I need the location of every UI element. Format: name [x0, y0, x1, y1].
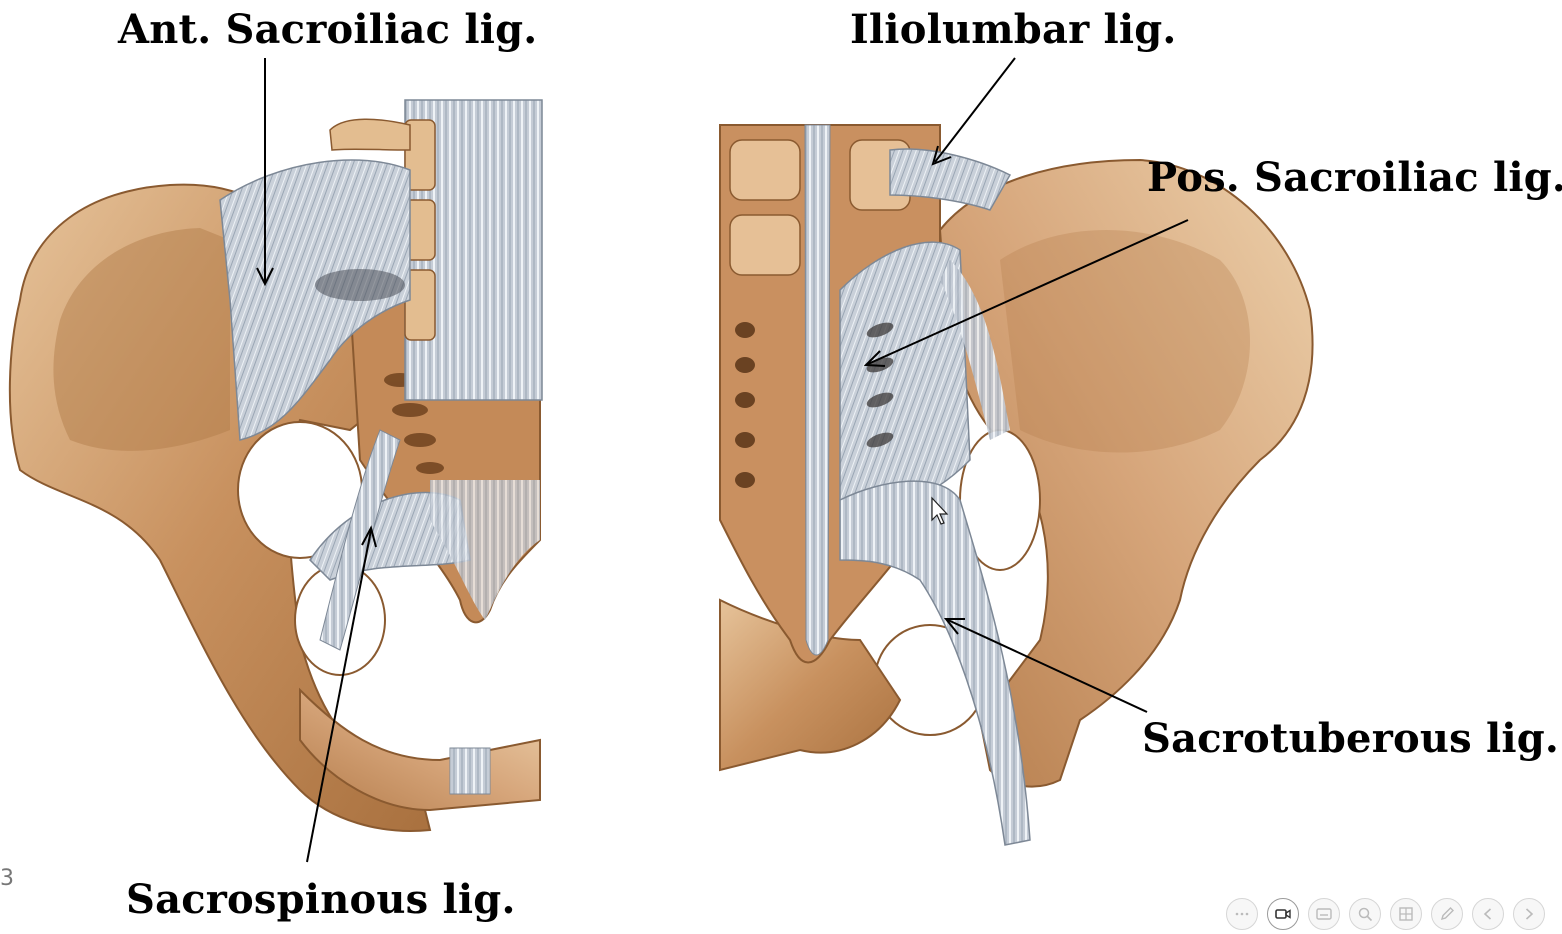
anterior-pelvis-view	[8, 99, 543, 832]
arrowhead-pos-sacroiliac	[863, 350, 886, 367]
pubic-symphysis	[449, 747, 491, 795]
coccyx-ligament	[430, 480, 540, 620]
label-pos-sacroiliac-ligament: Pos. Sacroiliac lig.	[1147, 154, 1562, 201]
arrowhead-sacrospinous	[361, 525, 377, 548]
slideshow-toolbar	[1226, 896, 1562, 932]
leader-sacrospinous	[306, 529, 372, 863]
leader-iliolumbar	[934, 57, 1016, 163]
previous-icon[interactable]	[1472, 898, 1504, 930]
leader-sacrotuberous	[947, 619, 1148, 713]
subtitles-icon[interactable]	[1308, 898, 1340, 930]
lateral-fibers	[940, 260, 1010, 440]
arrowhead-iliolumbar	[931, 145, 952, 166]
transverse-process	[329, 118, 411, 151]
sacrotuberous-ligament	[839, 480, 1031, 846]
slide-number: 3	[0, 866, 14, 891]
posterior-pelvis-view	[719, 124, 1314, 846]
video-camera-icon[interactable]	[1267, 898, 1299, 930]
more-icon[interactable]	[1226, 898, 1258, 930]
zoom-icon[interactable]	[1349, 898, 1381, 930]
iliolumbar-ligament	[889, 148, 1012, 211]
leader-pos-sacroiliac	[867, 219, 1189, 365]
pen-icon[interactable]	[1431, 898, 1463, 930]
anterior-sacroiliac-ligament	[219, 159, 411, 441]
next-icon[interactable]	[1513, 898, 1545, 930]
label-sacrotuberous-ligament: Sacrotuberous lig.	[1142, 715, 1560, 762]
supraspinous-ligament	[804, 124, 831, 656]
arrowhead-sacrotuberous	[943, 618, 965, 635]
anterior-sacrotuberous-band	[319, 429, 401, 651]
label-sacrospinous-ligament: Sacrospinous lig.	[126, 876, 516, 923]
leader-lines	[256, 57, 1189, 863]
arrowhead-ant-sacroiliac	[256, 267, 274, 287]
label-iliolumbar-ligament: Iliolumbar lig.	[850, 6, 1177, 53]
ischial-ramus	[719, 598, 902, 772]
layout-icon[interactable]	[1390, 898, 1422, 930]
label-ant-sacroiliac-ligament: Ant. Sacroiliac lig.	[118, 6, 538, 53]
mouse-cursor-icon	[931, 496, 949, 525]
